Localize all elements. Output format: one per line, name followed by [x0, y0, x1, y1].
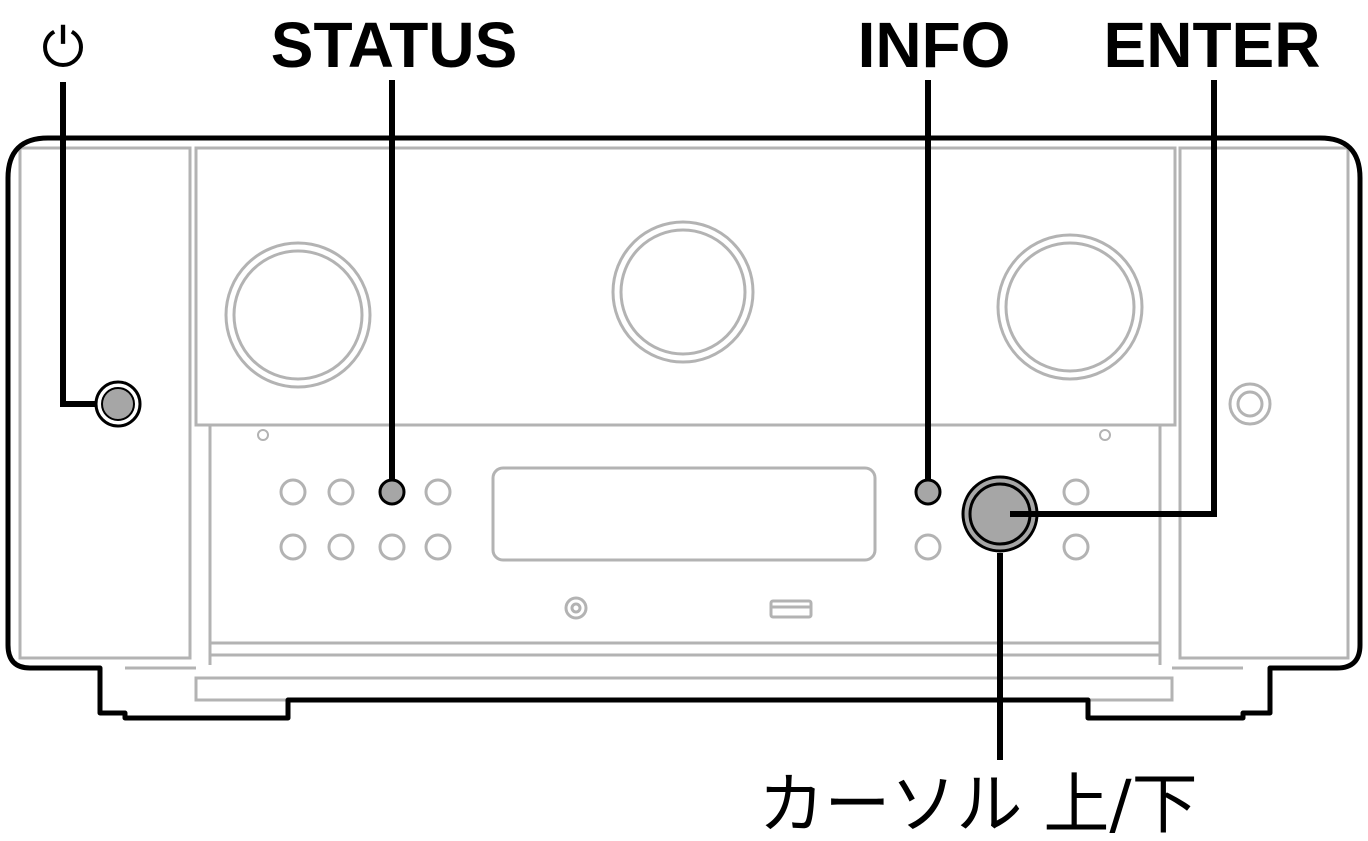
panel-button[interactable]	[424, 478, 452, 506]
panel-button[interactable]	[327, 533, 355, 561]
panel-button[interactable]	[1062, 533, 1090, 561]
panel-button[interactable]	[1062, 478, 1090, 506]
panel-button[interactable]	[327, 478, 355, 506]
cursor-up-down-label: カーソル 上/下	[758, 766, 1197, 841]
right-knob	[996, 233, 1144, 381]
panel-button[interactable]	[378, 533, 406, 561]
panel-button[interactable]	[424, 533, 452, 561]
status-button[interactable]	[378, 478, 406, 506]
enter-callout-line	[1010, 80, 1217, 517]
left-button-grid	[279, 478, 452, 561]
power-button[interactable]	[94, 380, 142, 428]
panel-button[interactable]	[914, 533, 942, 561]
enter-label: ENTER	[1104, 9, 1321, 81]
callout-lines	[60, 80, 1217, 760]
power-icon: ⏻	[42, 16, 85, 79]
right-button-grid	[914, 478, 1090, 561]
master-volume-knob	[611, 220, 755, 364]
display-window	[491, 466, 877, 562]
usb-port-icon	[769, 599, 813, 619]
headphone-jack-icon	[564, 596, 588, 620]
status-label: STATUS	[271, 9, 518, 81]
chassis-outline	[5, 135, 1363, 721]
panel-button[interactable]	[279, 478, 307, 506]
left-indicator-led	[257, 429, 269, 441]
panel-button[interactable]	[279, 533, 307, 561]
right-indicator-led	[1099, 429, 1111, 441]
power-callout-line	[60, 82, 96, 407]
info-label: INFO	[858, 9, 1011, 81]
left-knob	[224, 241, 372, 389]
info-button[interactable]	[914, 478, 942, 506]
side-jack	[1228, 382, 1272, 426]
